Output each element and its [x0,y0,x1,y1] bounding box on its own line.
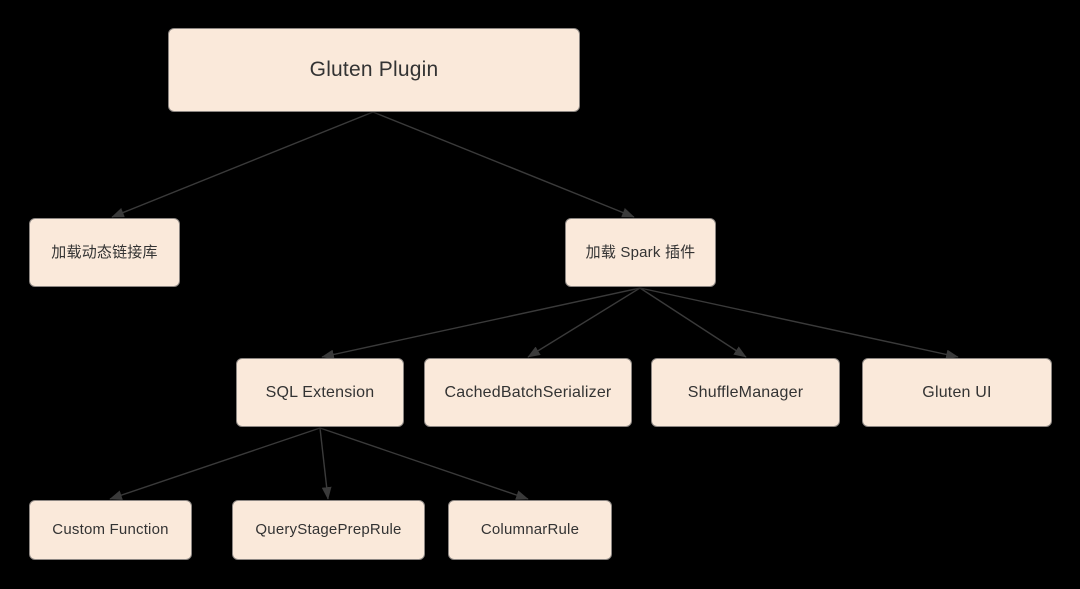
node-cached-batch-serializer[interactable]: CachedBatchSerializer [424,358,632,427]
edge-sql-extension-to-custom-function [109,427,321,500]
node-columnar-rule[interactable]: ColumnarRule [448,500,612,560]
edge-load-spark-plugin-to-sql-extension [321,287,641,360]
node-sql-extension[interactable]: SQL Extension [236,358,404,427]
edge-gluten-plugin-to-load-native-lib [111,111,374,218]
edge-gluten-plugin-to-load-spark-plugin [372,111,635,218]
node-load-native-lib[interactable]: 加载动态链接库 [29,218,180,287]
node-gluten-plugin[interactable]: Gluten Plugin [168,28,580,112]
node-shuffle-manager[interactable]: ShuffleManager [651,358,840,427]
node-query-stage-prep-rule[interactable]: QueryStagePrepRule [232,500,425,560]
edge-load-spark-plugin-to-gluten-ui [639,287,959,360]
edge-load-spark-plugin-to-cached-batch-serializer [527,287,641,358]
node-gluten-ui[interactable]: Gluten UI [862,358,1052,427]
node-custom-function[interactable]: Custom Function [29,500,192,560]
edge-sql-extension-to-query-stage-prep-rule [319,427,332,500]
node-load-spark-plugin[interactable]: 加载 Spark 插件 [565,218,716,287]
edge-sql-extension-to-columnar-rule [319,427,529,500]
edge-load-spark-plugin-to-shuffle-manager [639,287,747,358]
